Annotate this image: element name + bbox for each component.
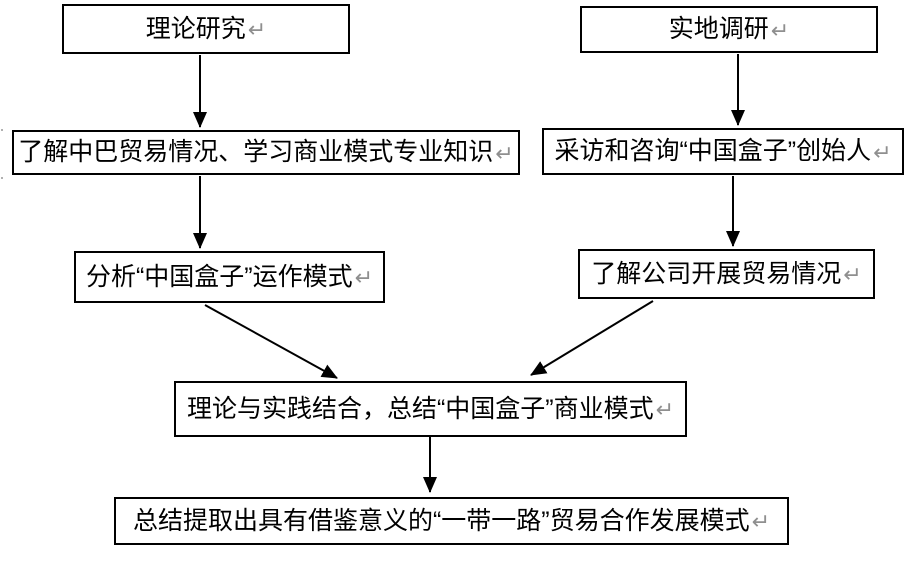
flow-box-label-interview-founder: 采访和咨询“中国盒子”创始人	[554, 137, 872, 165]
flow-box-label-combine-summary: 理论与实践结合，总结“中国盒子”商业模式	[186, 394, 654, 423]
flow-box-label-trade-knowledge: 了解中巴贸易情况、学习商业模式专业知识	[18, 138, 494, 166]
flow-box-company-trade: 了解公司开展贸易情况↵	[578, 249, 875, 299]
paragraph-return-icon: ↵	[751, 509, 771, 534]
flow-box-combine-summary: 理论与实践结合，总结“中国盒子”商业模式↵	[174, 381, 687, 437]
flow-box-interview-founder: 采访和咨询“中国盒子”创始人↵	[542, 128, 904, 175]
flow-box-label-final-model: 总结提取出具有借鉴意义的“一带一路”贸易合作发展模式	[132, 506, 750, 535]
paragraph-return-icon: ↵	[247, 17, 267, 42]
paragraph-return-icon: ↵	[495, 140, 514, 166]
flow-box-field-research: 实地调研↵	[580, 6, 878, 53]
paragraph-return-icon: ↵	[655, 397, 675, 422]
flow-box-final-model: 总结提取出具有借鉴意义的“一带一路”贸易合作发展模式↵	[114, 497, 789, 545]
flow-box-label-field-research: 实地调研	[668, 15, 769, 43]
paragraph-return-icon: ↵	[873, 139, 892, 165]
flow-box-label-theory: 理论研究	[145, 14, 246, 43]
arrow-company-trade-to-combine-summary	[530, 300, 654, 376]
flow-box-trade-knowledge: 了解中巴贸易情况、学习商业模式专业知识↵	[12, 130, 520, 175]
flow-box-analyze-model: 分析“中国盒子”运作模式↵	[74, 251, 385, 303]
paragraph-return-icon: ↵	[843, 262, 862, 287]
anchor-dot	[1, 129, 3, 131]
flow-box-theory: 理论研究↵	[62, 4, 350, 54]
arrow-analyze-model-to-combine-summary	[204, 304, 338, 379]
paragraph-return-icon: ↵	[770, 17, 790, 43]
anchor-dot	[1, 177, 3, 179]
flow-box-label-company-trade: 了解公司开展贸易情况	[591, 259, 842, 288]
flow-box-label-analyze-model: 分析“中国盒子”运作模式	[85, 262, 353, 291]
paragraph-return-icon: ↵	[354, 265, 374, 290]
